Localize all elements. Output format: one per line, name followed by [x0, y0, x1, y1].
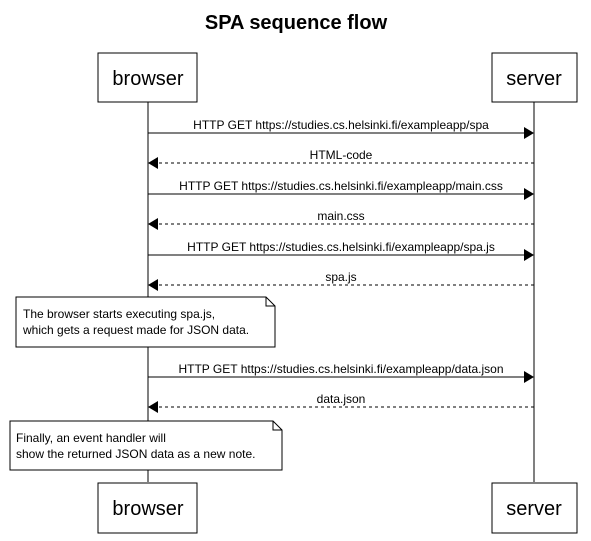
actor-label: server: [506, 498, 562, 520]
message-label: HTML-code: [310, 148, 373, 162]
message-label: spa.js: [325, 270, 356, 284]
actor-label: browser: [112, 498, 183, 520]
message-label: HTTP GET https://studies.cs.helsinki.fi/…: [193, 118, 489, 132]
message-label: HTTP GET https://studies.cs.helsinki.fi/…: [179, 179, 503, 193]
message-4: main.css: [148, 209, 534, 230]
message-8: data.json: [148, 392, 534, 413]
actor-server-bottom: server: [491, 482, 578, 534]
message-7: HTTP GET https://studies.cs.helsinki.fi/…: [148, 362, 534, 383]
actor-server-top: server: [491, 52, 578, 103]
message-1: HTTP GET https://studies.cs.helsinki.fi/…: [148, 118, 534, 139]
message-5: HTTP GET https://studies.cs.helsinki.fi/…: [148, 240, 534, 261]
note-line: show the returned JSON data as a new not…: [16, 447, 255, 461]
message-label: HTTP GET https://studies.cs.helsinki.fi/…: [187, 240, 495, 254]
message-2: HTML-code: [148, 148, 534, 169]
message-6: spa.js: [148, 270, 534, 291]
note-2: Finally, an event handler will show the …: [9, 420, 283, 471]
message-label: data.json: [317, 392, 366, 406]
actor-label: browser: [112, 68, 183, 90]
note-line: which gets a request made for JSON data.: [22, 323, 249, 337]
message-label: main.css: [317, 209, 364, 223]
note-line: The browser starts executing spa.js,: [23, 307, 215, 321]
note-1: The browser starts executing spa.js, whi…: [15, 296, 276, 348]
actor-browser-top: browser: [97, 52, 198, 103]
messages: HTTP GET https://studies.cs.helsinki.fi/…: [148, 118, 534, 413]
note-line: Finally, an event handler will: [16, 431, 166, 445]
actor-label: server: [506, 68, 562, 90]
diagram-title: SPA sequence flow: [205, 12, 388, 34]
message-label: HTTP GET https://studies.cs.helsinki.fi/…: [178, 362, 503, 376]
actor-browser-bottom: browser: [97, 482, 198, 534]
message-3: HTTP GET https://studies.cs.helsinki.fi/…: [148, 179, 534, 200]
